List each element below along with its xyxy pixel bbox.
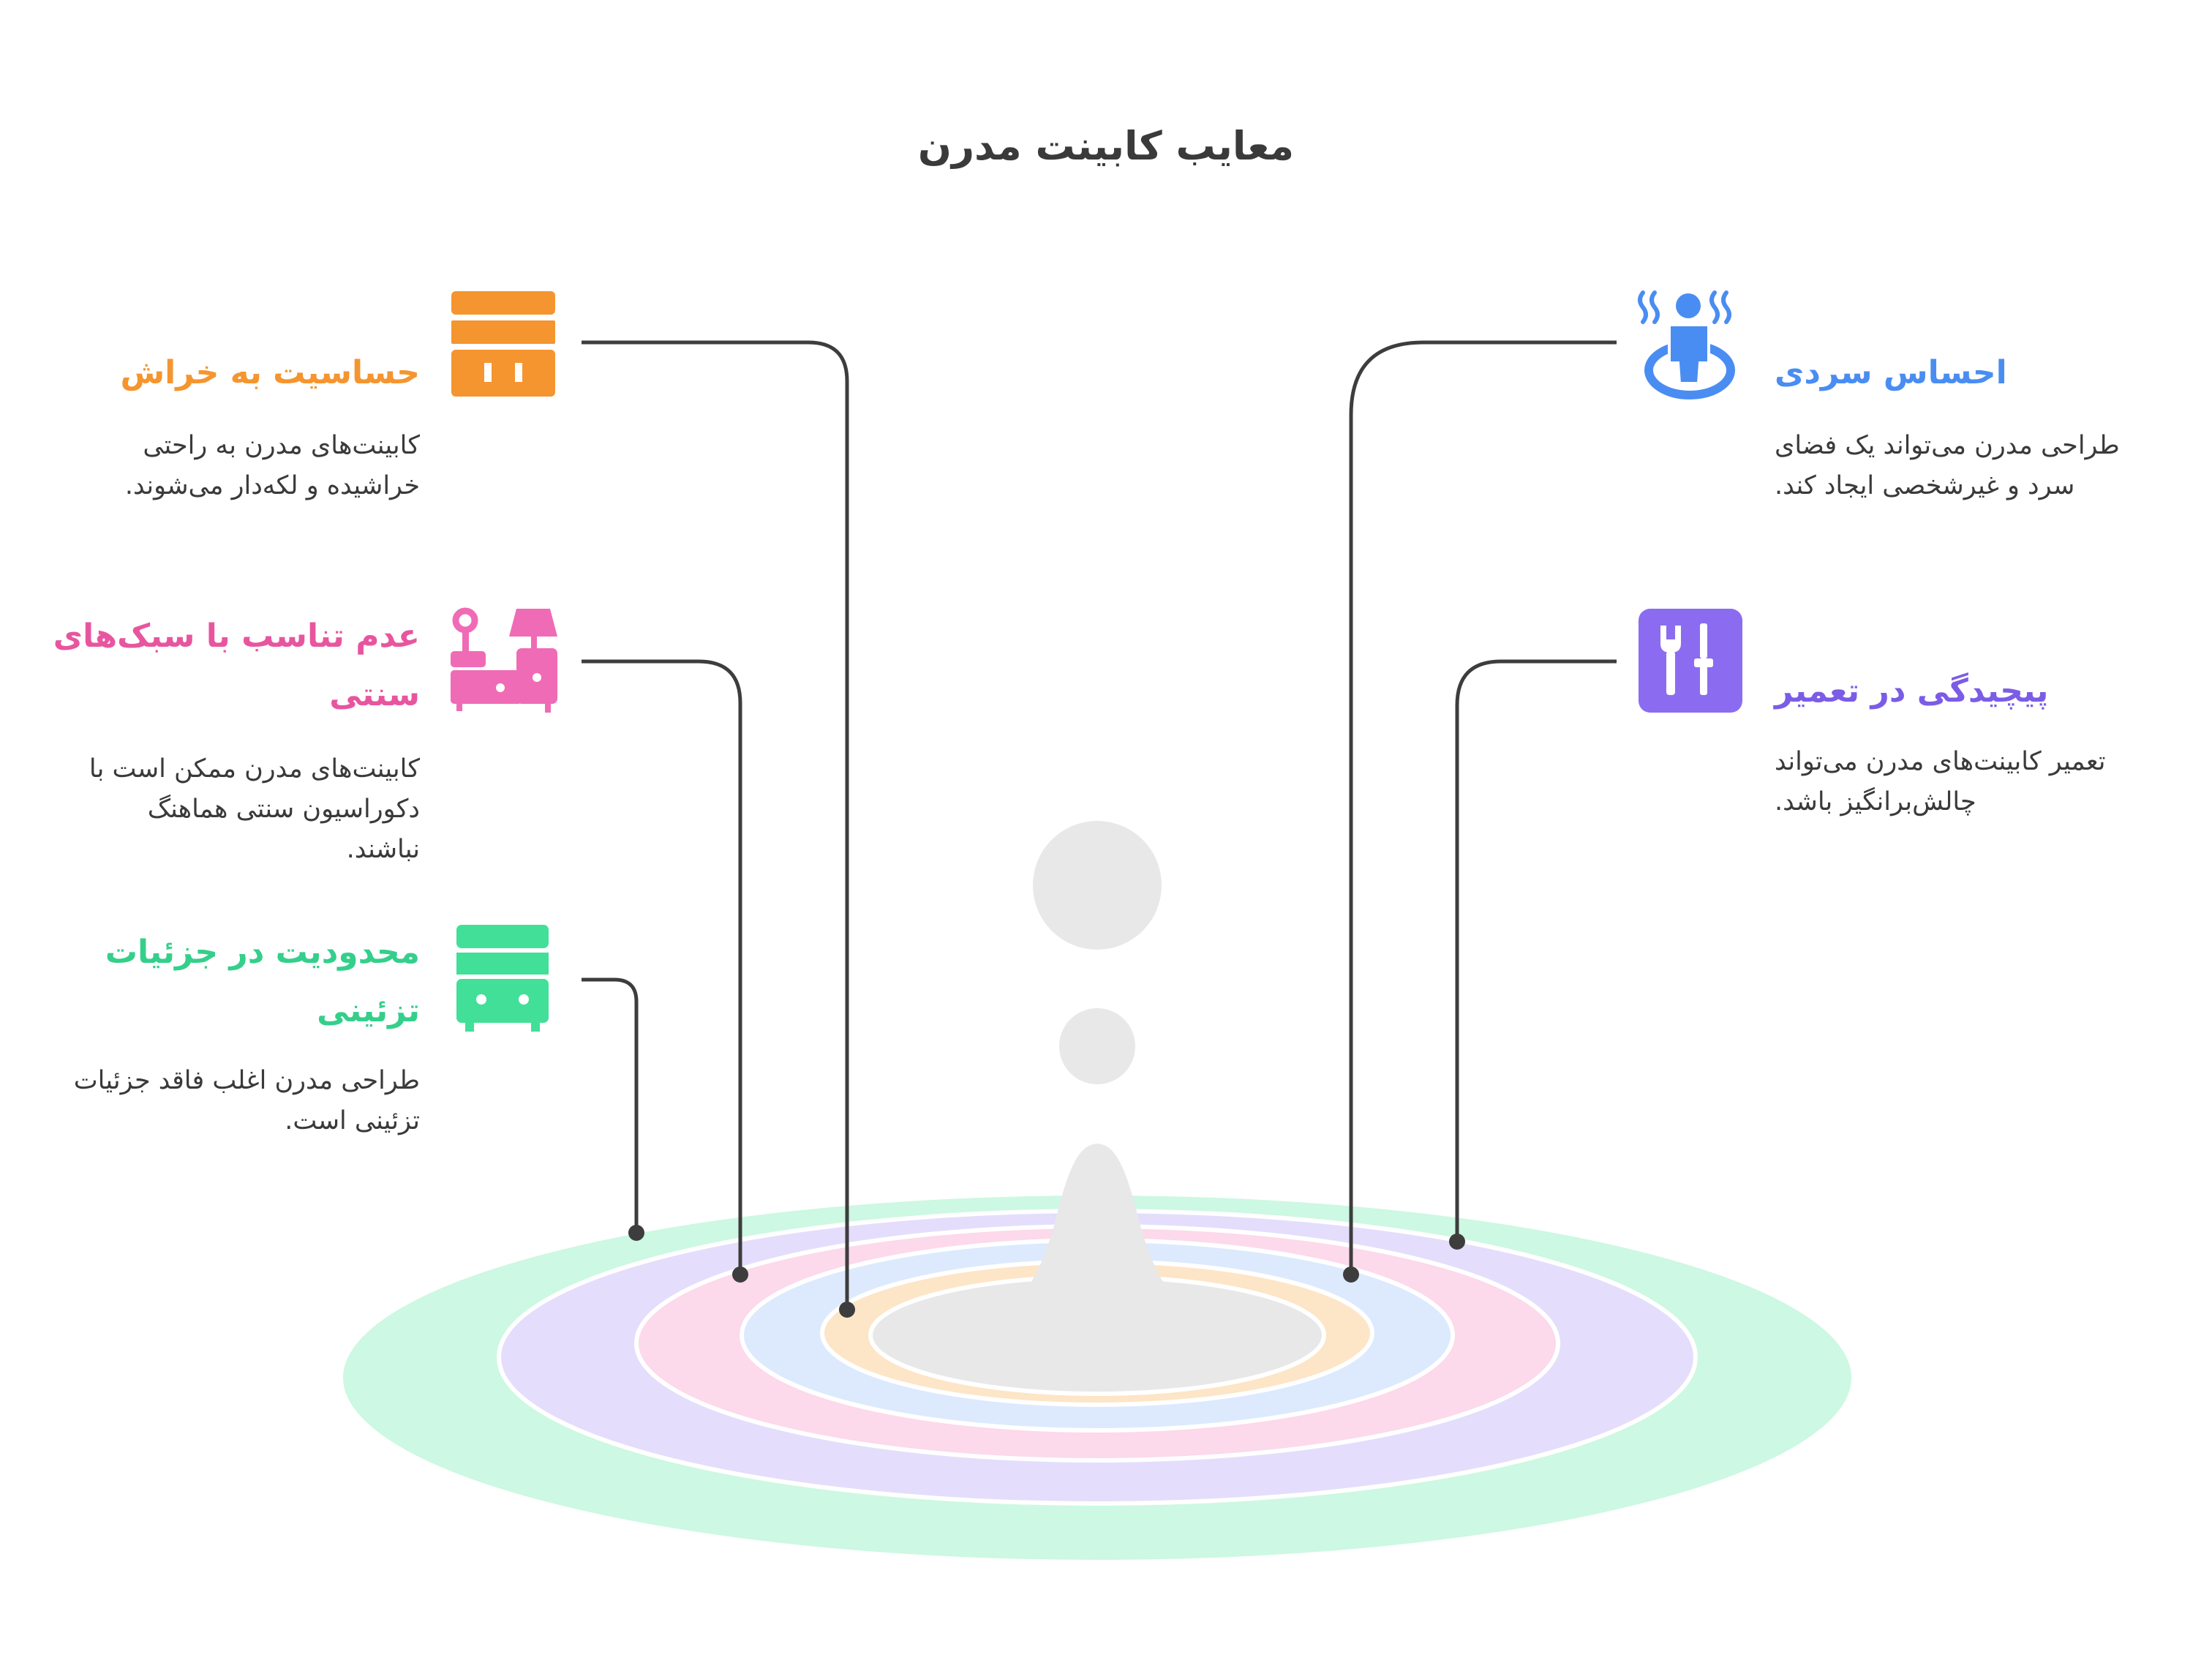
connector-details — [582, 977, 639, 1231]
desc-scratch-line2: خراشیده و لکه‌دار می‌شوند. — [124, 471, 420, 500]
dot-scratch — [839, 1302, 855, 1318]
heading-details: محدودیت در جزئیات تزئینی — [44, 923, 420, 1040]
water-drop — [958, 821, 1236, 1339]
heading-details-line2: تزئینی — [317, 992, 420, 1029]
desc-repair-line2: چالش‌برانگیز باشد. — [1775, 787, 1976, 817]
desc-cold-line2: سرد و غیرشخصی ایجاد کند. — [1775, 471, 2075, 500]
desc-traditional-line3: نباشند. — [346, 835, 420, 864]
desc-details: طراحی مدرن اغلب فاقد جزئیات تزئینی است. — [29, 1061, 420, 1141]
heading-cold: احساس سردی — [1775, 344, 2155, 402]
heading-traditional: عدم تناسب با سبک‌های سنتی — [44, 607, 420, 724]
tools-icon — [1639, 609, 1742, 713]
connector-dots — [628, 1225, 1465, 1318]
desc-cold-line1: طراحی مدرن می‌تواند یک فضای — [1775, 431, 2120, 460]
connector-repair — [1455, 659, 1617, 1240]
connectors — [582, 340, 1617, 1308]
heading-repair: پیچیدگی در تعمیر — [1775, 662, 2155, 721]
connector-traditional — [582, 659, 742, 1273]
desc-scratch: کابینت‌های مدرن به راحتی خراشیده و لکه‌د… — [59, 426, 420, 506]
connector-cold — [1349, 340, 1617, 1273]
dot-repair — [1449, 1234, 1465, 1250]
desc-repair-line1: تعمیر کابینت‌های مدرن می‌تواند — [1775, 747, 2106, 776]
heading-cold-text: احساس سردی — [1775, 354, 2007, 391]
desc-traditional-line1: کابینت‌های مدرن ممکن است با — [89, 754, 420, 784]
dresser-icon — [456, 925, 549, 1032]
drop-large — [1033, 821, 1162, 950]
furniture-set-icon — [451, 607, 557, 713]
heading-traditional-line1: عدم تناسب با سبک‌های — [53, 617, 420, 655]
desc-details-line1: طراحی مدرن اغلب فاقد جزئیات — [73, 1066, 420, 1095]
desc-repair: تعمیر کابینت‌های مدرن می‌تواند چالش‌بران… — [1775, 742, 2155, 822]
ripple-rings — [339, 1191, 1856, 1564]
desc-traditional: کابینت‌های مدرن ممکن است با دکوراسیون سن… — [44, 749, 420, 870]
page-title: معایب کابینت مدرن — [917, 123, 1295, 169]
dot-details — [628, 1225, 644, 1241]
desc-details-line2: تزئینی است. — [285, 1106, 420, 1135]
heading-details-line1: محدودیت در جزئیات — [105, 934, 420, 971]
connector-scratch — [582, 340, 849, 1308]
desc-cold: طراحی مدرن می‌تواند یک فضای سرد و غیرشخص… — [1775, 426, 2155, 506]
person-cold-icon — [1638, 290, 1735, 399]
dot-cold — [1343, 1266, 1359, 1283]
heading-scratch: حساسیت به خراش — [73, 344, 420, 402]
desc-traditional-line2: دکوراسیون سنتی هماهنگ — [147, 795, 420, 824]
dot-traditional — [732, 1266, 748, 1283]
heading-repair-text: پیچیدگی در تعمیر — [1775, 672, 2049, 710]
heading-scratch-text: حساسیت به خراش — [120, 354, 420, 391]
drop-splash — [958, 1144, 1236, 1339]
drop-small — [1059, 1008, 1135, 1084]
desc-scratch-line1: کابینت‌های مدرن به راحتی — [143, 431, 420, 460]
heading-traditional-line2: سنتی — [329, 676, 420, 713]
cabinet-icon — [451, 291, 555, 397]
